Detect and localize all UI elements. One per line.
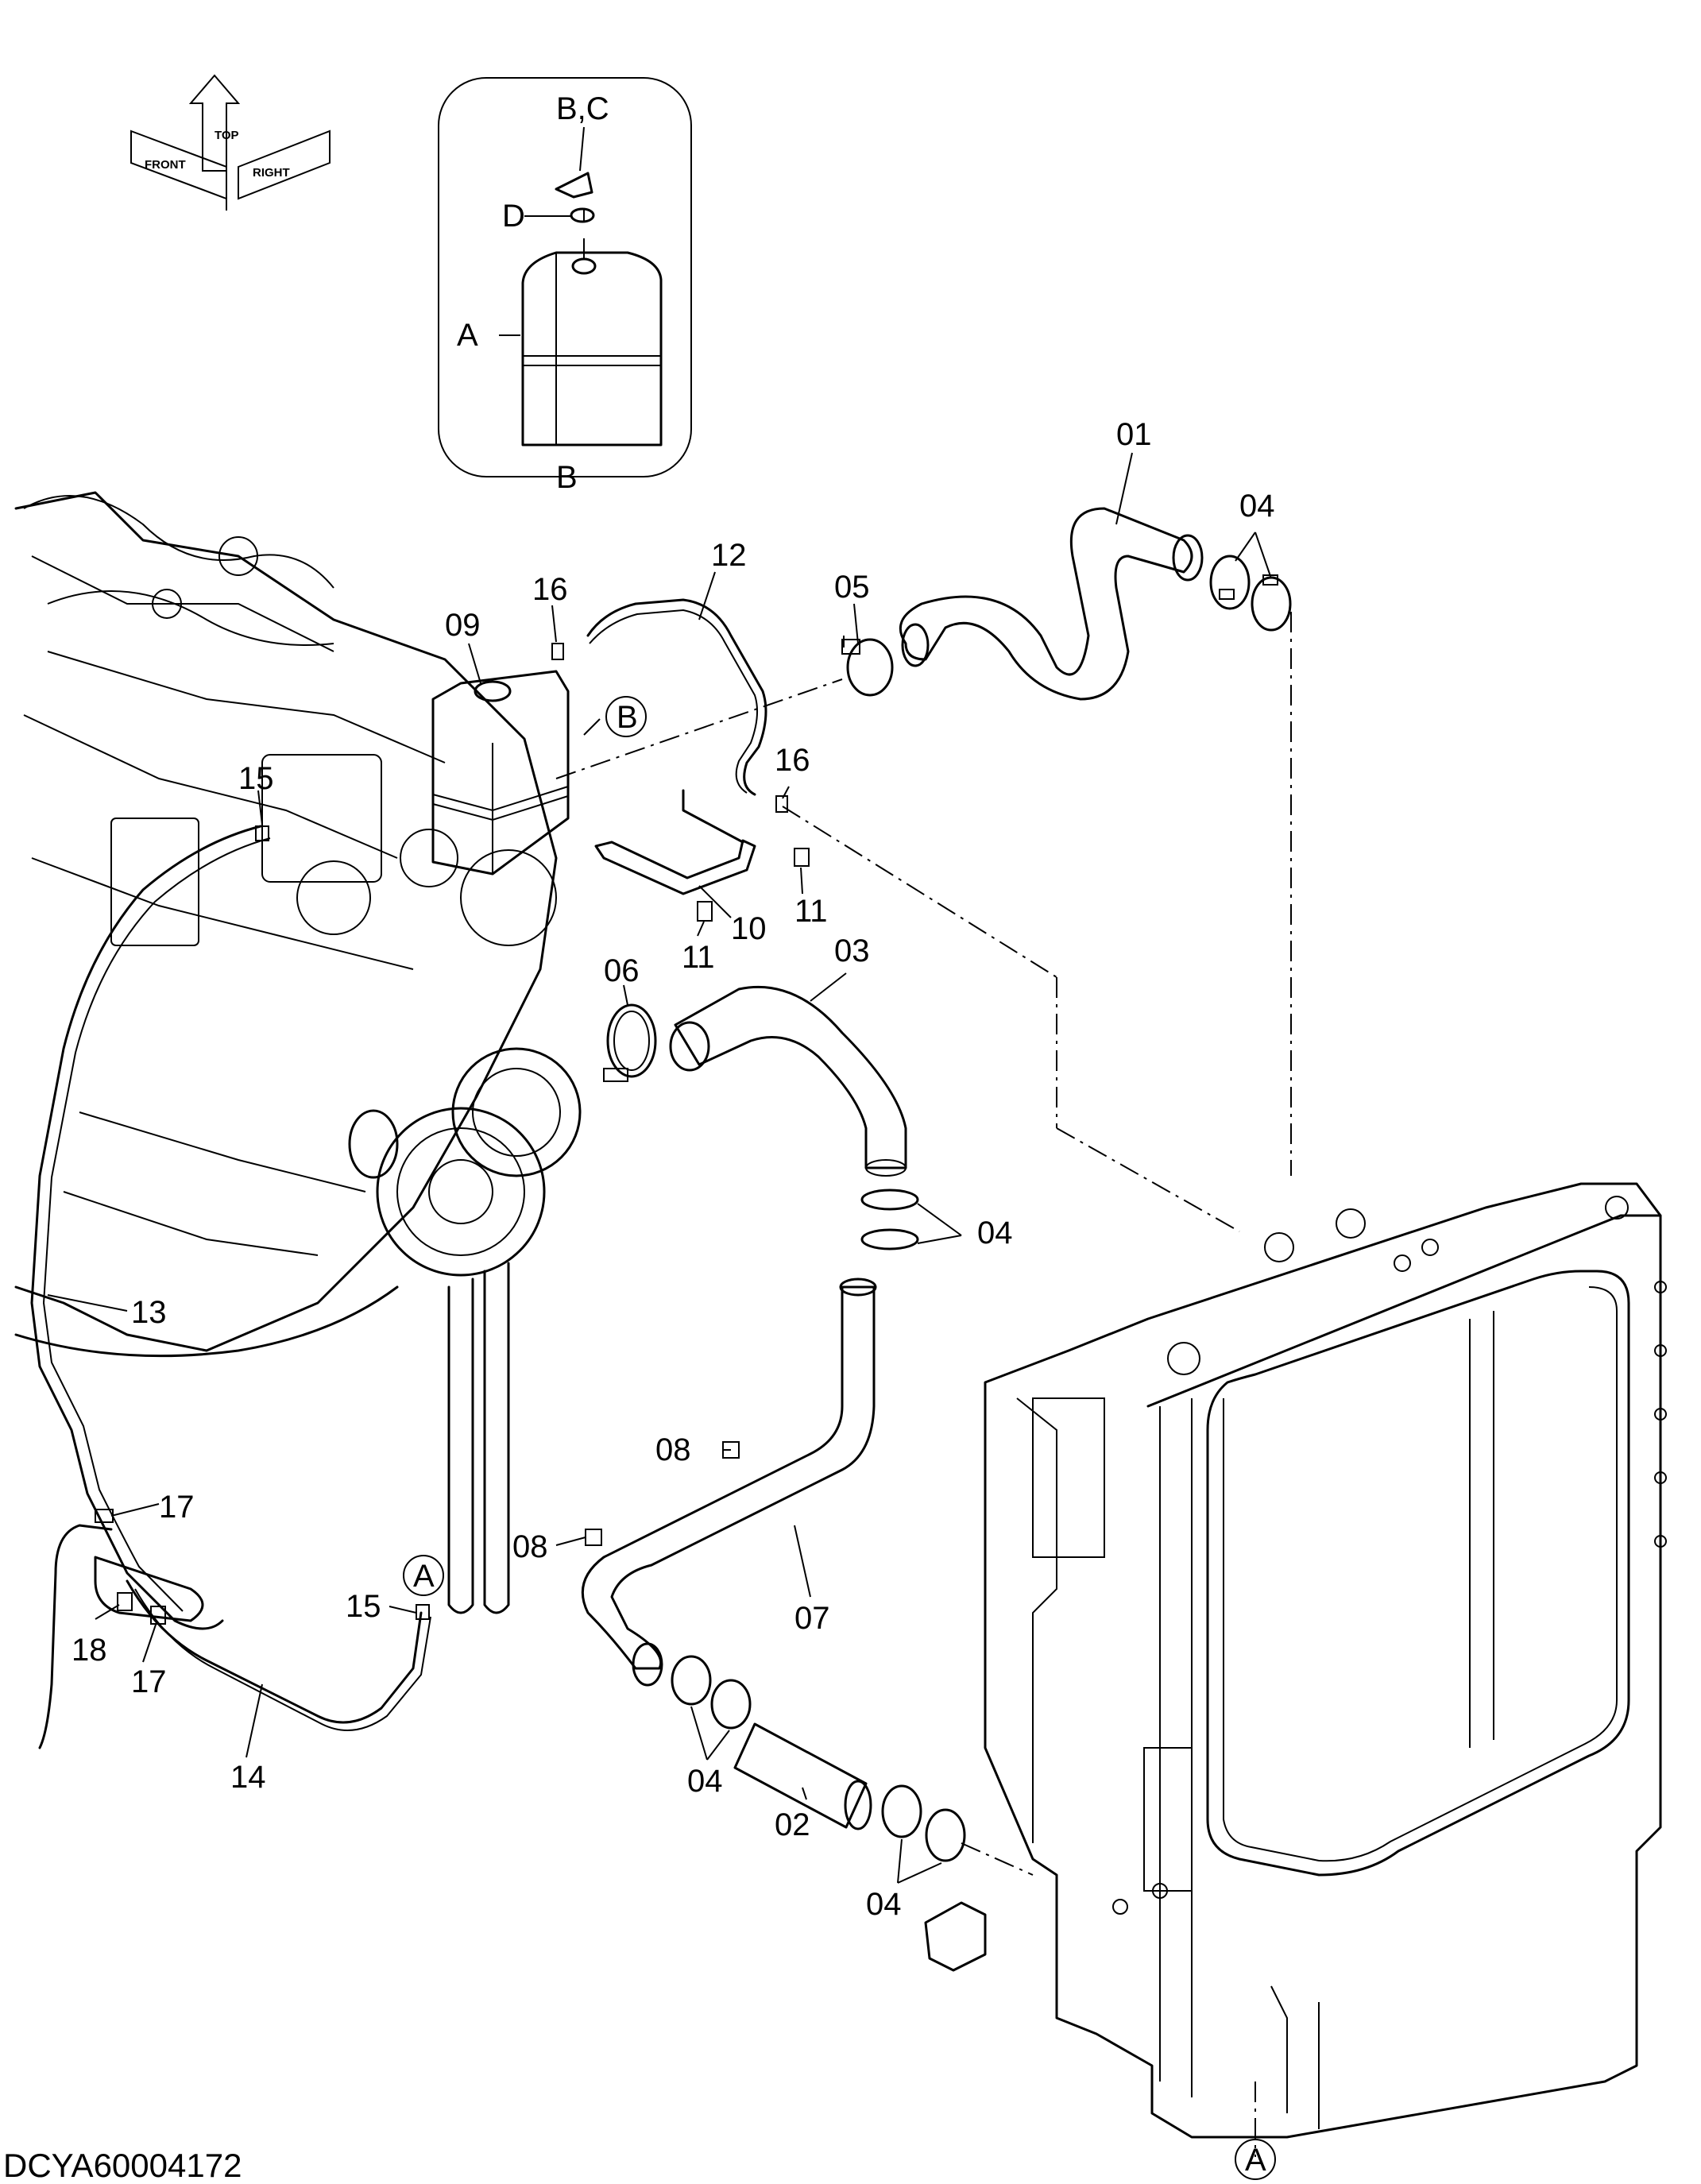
callout-13: 13 (131, 1295, 167, 1330)
cap-icon (555, 172, 593, 199)
detail-label-b: B (556, 460, 578, 495)
callout-04-b: 04 (977, 1216, 1013, 1250)
small-bracket-icon (924, 1901, 987, 1972)
callout-17-b: 17 (131, 1664, 167, 1699)
callout-01: 01 (1116, 417, 1152, 452)
engine-assembly-icon (14, 491, 582, 1614)
reference-marker-b: B (605, 696, 647, 737)
orientation-front-label: FRONT (145, 158, 186, 172)
callout-08-b: 08 (512, 1529, 548, 1564)
part-13-hose-icon (30, 825, 262, 1630)
callout-04-a: 04 (1239, 489, 1275, 524)
svg-text:B: B (617, 700, 638, 735)
svg-text:A: A (1245, 2143, 1266, 2178)
part-12-hose-icon (586, 598, 767, 796)
part-03-lower-hose-icon (674, 985, 907, 1169)
callout-06: 06 (604, 953, 640, 988)
assembly-center-lines (555, 612, 1292, 2157)
orientation-right-label: RIGHT (253, 166, 290, 180)
radiator-assembly-icon (984, 1182, 1667, 2139)
seal-ring-icon (570, 207, 595, 223)
callout-17-a: 17 (159, 1490, 195, 1525)
callout-03: 03 (834, 934, 870, 968)
part-09-reserve-tank-icon (431, 670, 570, 876)
detail-label-a: A (457, 318, 478, 353)
part-04-clamps-middle-icon (860, 1189, 919, 1250)
callout-16-a: 16 (532, 572, 568, 607)
callout-labels: 01 04 05 12 16 09 16 15 11 10 11 03 06 0… (72, 417, 1275, 1922)
callout-16-b: 16 (775, 743, 810, 778)
callout-18: 18 (72, 1633, 107, 1668)
callout-04-d: 04 (866, 1887, 902, 1922)
orientation-arrows-icon: TOP FRONT RIGHT (130, 74, 331, 211)
detail-label-bc: B,C (556, 91, 609, 126)
callout-04-c: 04 (687, 1764, 723, 1799)
detail-label-d: D (502, 199, 525, 234)
part-16-clips-icon (551, 643, 788, 813)
reserve-tank-detail-icon (521, 251, 663, 446)
part-04-clamps-bottom-icon (881, 1784, 966, 1862)
callout-05: 05 (834, 570, 870, 605)
drawing-code: DCYA60004172 (3, 2147, 242, 2184)
part-06-clamp-icon (603, 1003, 657, 1082)
svg-text:A: A (413, 1559, 435, 1594)
part-02-short-hose-icon (733, 1722, 872, 1830)
part-14-hose-icon (38, 1524, 423, 1749)
callout-15-b: 15 (346, 1589, 381, 1624)
callout-15-a: 15 (238, 761, 274, 796)
part-10-bracket-icon (594, 789, 756, 895)
reference-marker-a-left: A (403, 1555, 444, 1596)
callout-10: 10 (731, 911, 767, 946)
tank-detail-inset: B,C D A B (438, 77, 692, 495)
callout-11-a: 11 (794, 894, 828, 929)
callout-14: 14 (230, 1760, 266, 1795)
part-05-clamp-icon (841, 636, 894, 697)
part-04-clamps-top-icon (1209, 555, 1292, 632)
callout-08-a: 08 (655, 1432, 691, 1467)
callout-07: 07 (794, 1601, 830, 1636)
part-15-clip-icon (255, 825, 430, 1620)
callout-11-b: 11 (682, 940, 715, 975)
part-04-clamps-lower-icon (671, 1655, 752, 1730)
part-01-upper-hose-icon (899, 507, 1193, 701)
part-18-bolt-icon (117, 1592, 133, 1611)
reference-marker-a-bottom: A (1235, 2139, 1276, 2180)
orientation-top-label: TOP (215, 129, 239, 142)
part-07-coolant-pipe-icon (581, 1285, 876, 1670)
callout-02: 02 (775, 1807, 810, 1842)
callout-leaders (47, 452, 1272, 1884)
callout-09: 09 (445, 608, 481, 643)
part-11-bolts-icon (697, 848, 810, 922)
callout-12: 12 (711, 538, 747, 573)
